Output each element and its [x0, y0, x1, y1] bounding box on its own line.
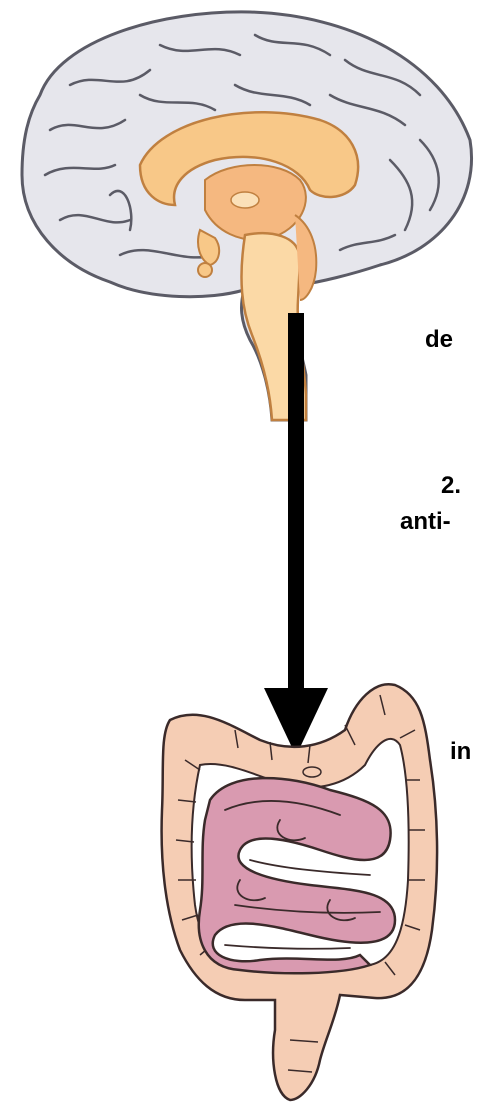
- intestine-caption: in: [450, 738, 471, 766]
- brain-caption: de: [425, 326, 453, 354]
- brain-icon: [22, 12, 472, 420]
- arrow-caption-line2: anti-: [400, 508, 451, 536]
- intestine-icon: [162, 684, 438, 1100]
- arrow-caption-line1: 2.: [441, 472, 461, 500]
